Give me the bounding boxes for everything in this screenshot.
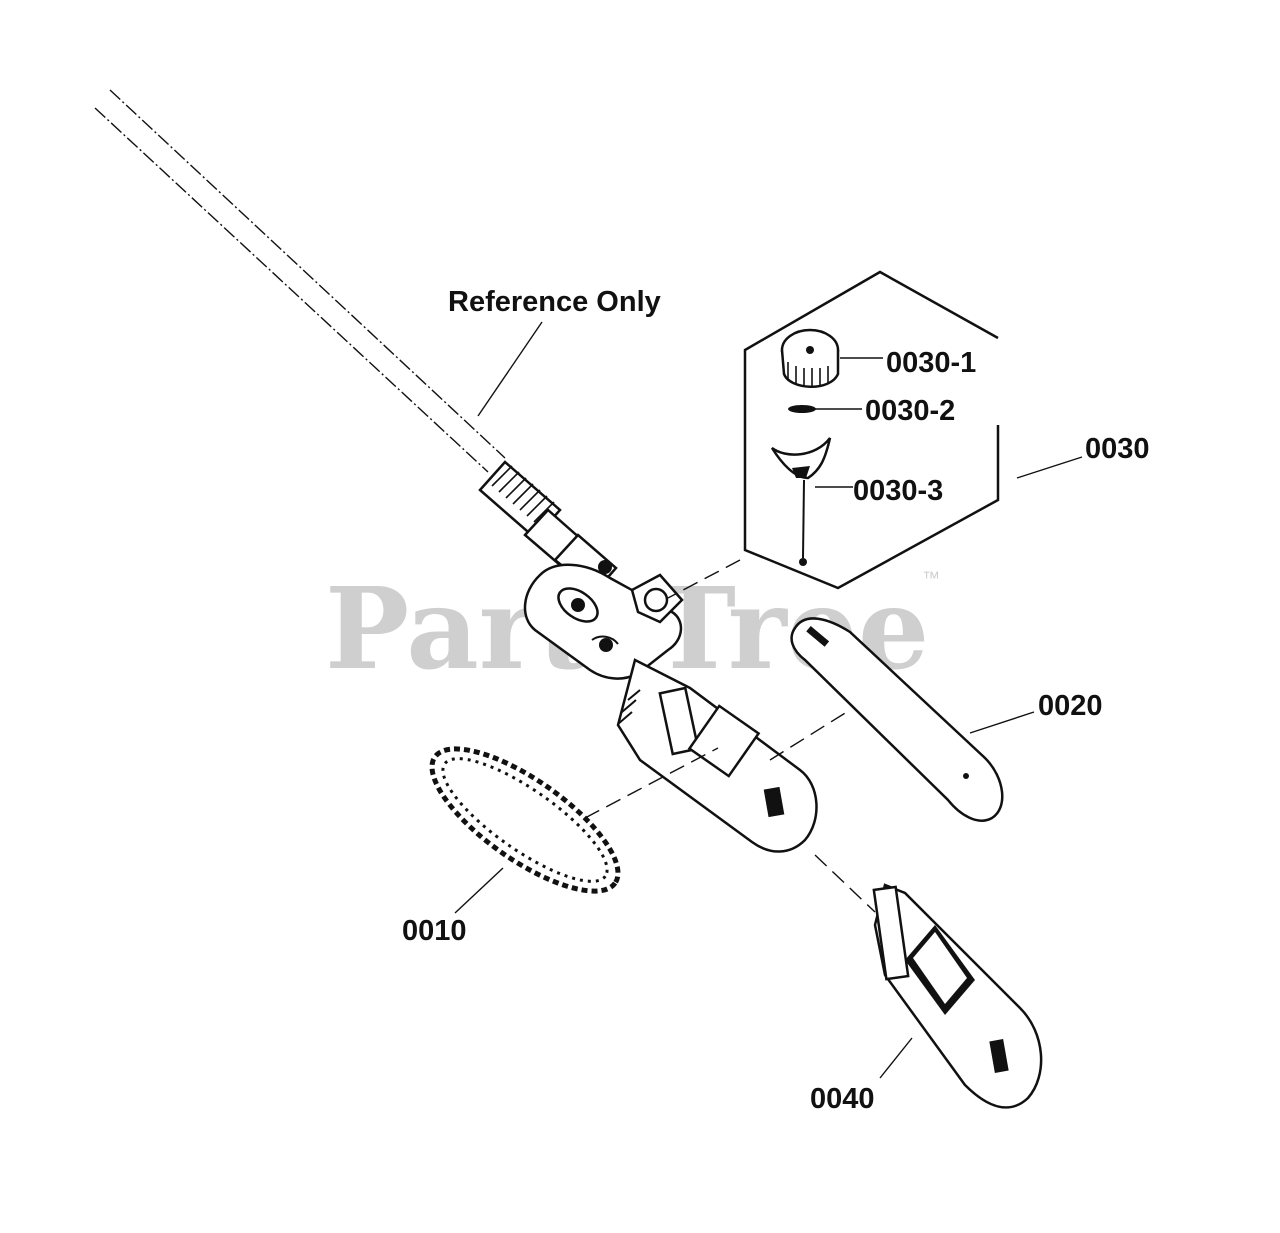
oil-cap-kit-0030 — [743, 270, 1000, 590]
callout-0010: 0010 — [402, 915, 467, 947]
callout-reference-only: Reference Only — [448, 286, 661, 318]
alignment-lines — [584, 559, 876, 913]
guide-bar-0020 — [790, 617, 1004, 822]
callout-0030-3: 0030-3 — [853, 475, 943, 507]
leader-lines — [454, 321, 1083, 1079]
callout-0030-2: 0030-2 — [865, 395, 955, 427]
gear-head-housing — [523, 563, 684, 680]
bar-cover-0040 — [872, 883, 1043, 1109]
callout-0020: 0020 — [1038, 690, 1103, 722]
saw-chain-0010 — [429, 746, 621, 894]
watermark-trademark: ™ — [922, 568, 940, 588]
pole-shaft — [94, 89, 506, 473]
callout-0040: 0040 — [810, 1083, 875, 1115]
callout-0030: 0030 — [1085, 433, 1150, 465]
callout-0030-1: 0030-1 — [886, 347, 976, 379]
assembled-bar-and-cover — [616, 658, 818, 853]
